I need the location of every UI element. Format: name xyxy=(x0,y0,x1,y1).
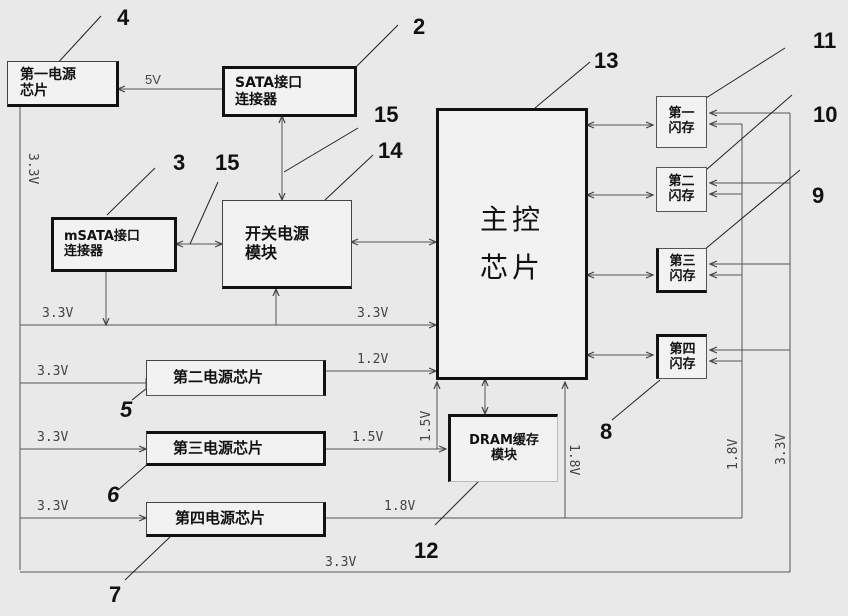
switching-power-module: 开关电源 模块 xyxy=(222,200,352,289)
voltage-out-power4: 1.8V xyxy=(384,499,416,514)
fourth-power-chip: 第四电源芯片 xyxy=(146,502,326,537)
callout-4: 4 xyxy=(117,5,130,30)
voltage-in-power3: 3.3V xyxy=(37,430,69,445)
voltage-flash-18: 1.8V xyxy=(726,438,741,470)
voltage-left-rail: 3.3V xyxy=(25,153,40,185)
callout-7: 7 xyxy=(109,582,122,607)
callout-2: 2 xyxy=(413,14,426,39)
voltage-bottom-rail: 3.3V xyxy=(325,555,357,570)
fourth-flash: 第四 闪存 xyxy=(656,334,707,379)
callout-15b: 15 xyxy=(215,150,240,175)
voltage-in-power4: 3.3V xyxy=(37,499,69,514)
callout-12: 12 xyxy=(414,538,439,563)
callout-8: 8 xyxy=(600,419,613,444)
voltage-dram-15: 1.5V xyxy=(419,410,434,442)
voltage-flash-33: 3.3V xyxy=(774,433,789,465)
voltage-out-power3: 1.5V xyxy=(352,430,384,445)
callout-15a: 15 xyxy=(374,102,399,127)
voltage-rail-left: 3.3V xyxy=(42,306,74,321)
voltage-in-power2: 3.3V xyxy=(37,364,69,379)
callout-13: 13 xyxy=(594,48,619,73)
callout-5: 5 xyxy=(120,397,133,422)
voltage-rail-right: 3.3V xyxy=(357,306,389,321)
dram-cache-module: DRAM缓存 模块 xyxy=(448,414,558,482)
sata-connector: SATA接口 连接器 xyxy=(222,66,357,117)
callout-6: 6 xyxy=(107,482,120,507)
msata-connector: mSATA接口 连接器 xyxy=(51,217,177,272)
callout-11: 11 xyxy=(813,28,837,53)
main-controller-chip: 主控 芯片 xyxy=(436,108,588,380)
voltage-out-power2: 1.2V xyxy=(357,352,389,367)
callout-9: 9 xyxy=(812,183,825,208)
voltage-ctrl-18: 1.8V xyxy=(566,444,581,476)
callout-14: 14 xyxy=(378,138,403,163)
voltage-5v: 5V xyxy=(145,72,161,87)
second-power-chip: 第二电源芯片 xyxy=(146,360,326,396)
third-flash: 第三 闪存 xyxy=(656,248,707,293)
first-power-chip: 第一电源 芯片 xyxy=(7,61,119,107)
second-flash: 第二 闪存 xyxy=(656,167,707,212)
third-power-chip: 第三电源芯片 xyxy=(146,431,326,466)
callout-3: 3 xyxy=(173,150,186,175)
callout-10: 10 xyxy=(813,102,838,127)
first-flash: 第一 闪存 xyxy=(656,96,707,148)
